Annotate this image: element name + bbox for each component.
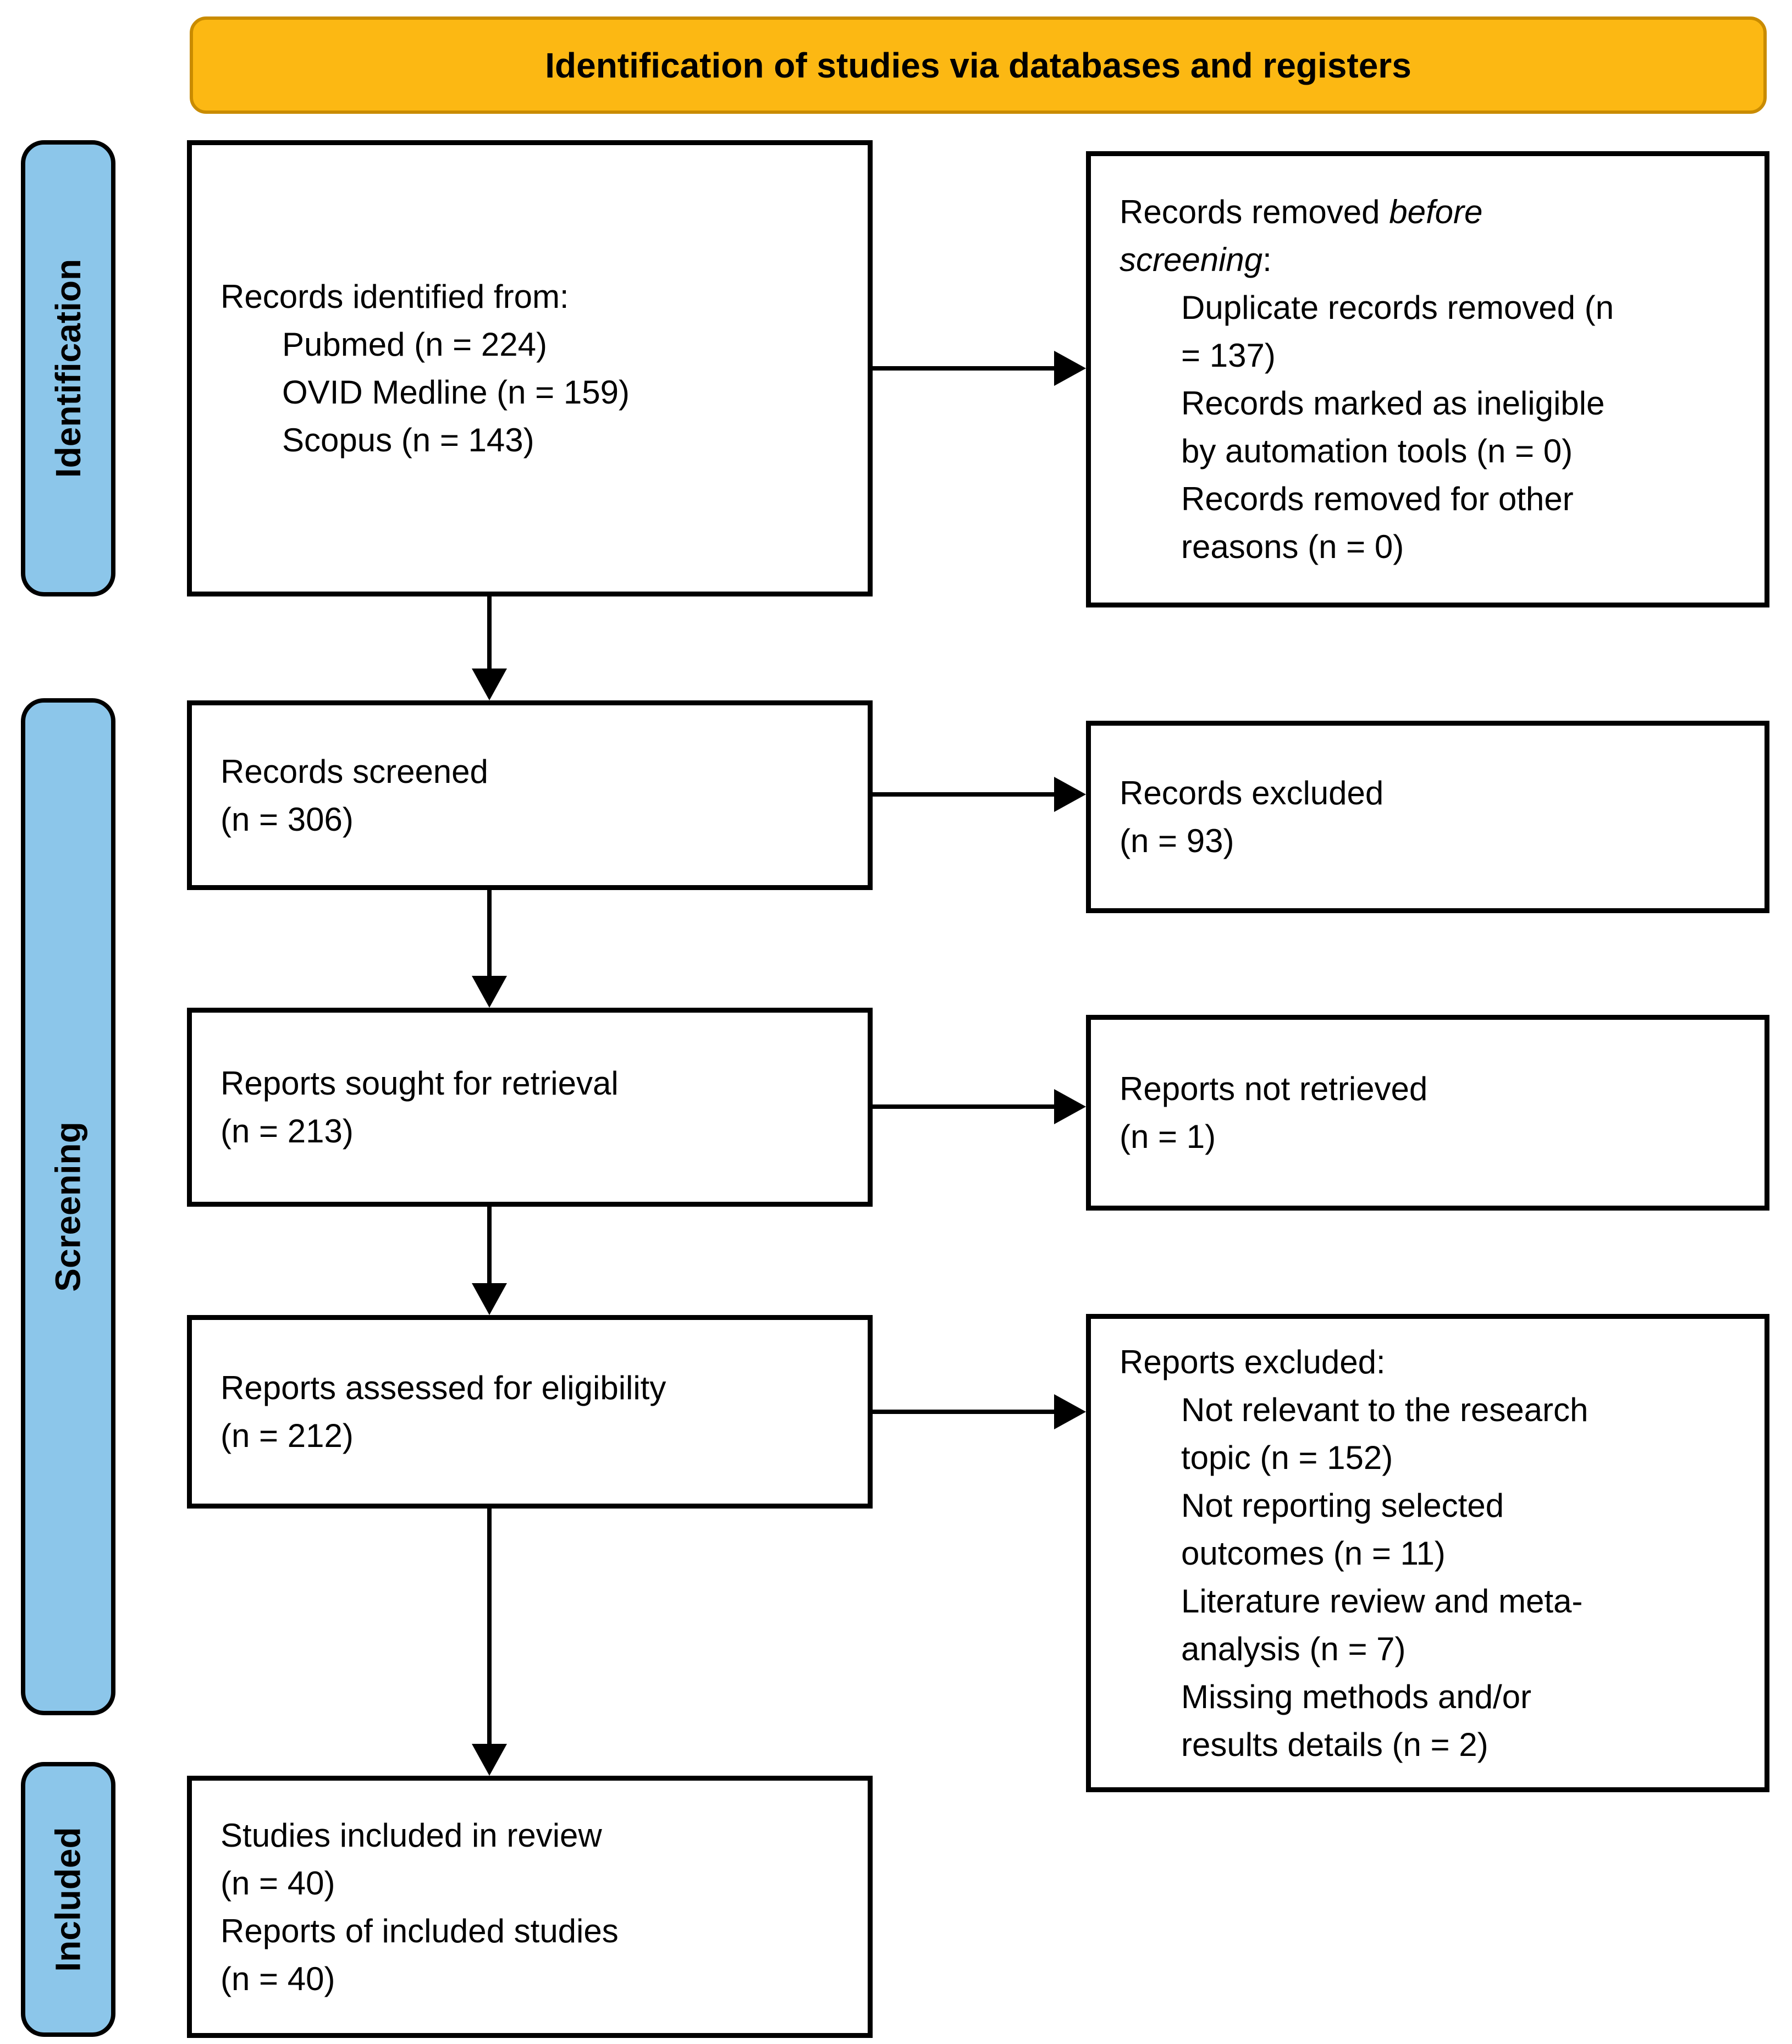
box-studies-included: Studies included in review (n = 40) Repo… <box>187 1776 873 2038</box>
missing-methods-line-2: results details (n = 2) <box>1181 1726 1488 1763</box>
studies-included-label: Studies included in review <box>220 1816 602 1854</box>
reports-of-included-count: (n = 40) <box>220 1960 335 1997</box>
arrow-right-screened-to-excluded <box>873 777 1086 812</box>
records-identified-item-scopus: Scopus (n = 143) <box>282 422 534 458</box>
not-reporting-outcomes-line-1: Not reporting selected <box>1181 1487 1504 1524</box>
box-reports-not-retrieved: Reports not retrieved (n = 1) <box>1086 1015 1769 1211</box>
arrow-shaft <box>873 1410 1055 1414</box>
arrow-right-identified-to-removed <box>873 351 1086 386</box>
arrow-head-icon <box>1054 351 1086 386</box>
arrow-right-assessed-to-reports-excluded <box>873 1394 1086 1429</box>
records-screened-count: (n = 306) <box>220 800 354 838</box>
ineligible-automation-line-1: Records marked as ineligible <box>1181 385 1605 422</box>
literature-review-line-2: analysis (n = 7) <box>1181 1630 1406 1667</box>
reports-sought-count: (n = 213) <box>220 1113 354 1150</box>
title-banner: Identification of studies via databases … <box>190 16 1767 114</box>
arrow-shaft <box>487 596 492 670</box>
reports-assessed-count: (n = 212) <box>220 1417 354 1454</box>
arrow-head-icon <box>1054 1394 1086 1429</box>
missing-methods-line-1: Missing methods and/or <box>1181 1678 1531 1715</box>
reports-assessed-label: Reports assessed for eligibility <box>220 1369 666 1406</box>
records-screened-label: Records screened <box>220 753 488 790</box>
reports-sought-label: Reports sought for retrieval <box>220 1065 619 1102</box>
stage-label-identification: Identification <box>48 258 88 478</box>
stage-label-screening: Screening <box>48 1122 88 1292</box>
records-removed-heading-line-2: screening: <box>1120 241 1272 278</box>
arrow-down-sought-to-assessed <box>472 1207 507 1315</box>
arrow-shaft <box>487 1207 492 1284</box>
arrow-shaft <box>873 1104 1055 1109</box>
arrow-head-icon <box>472 1744 507 1776</box>
arrow-head-icon <box>1054 1089 1086 1124</box>
box-reports-sought: Reports sought for retrieval (n = 213) <box>187 1008 873 1207</box>
arrow-head-icon <box>472 976 507 1008</box>
not-relevant-line-2: topic (n = 152) <box>1181 1439 1393 1476</box>
studies-included-count: (n = 40) <box>220 1864 335 1902</box>
arrow-shaft <box>873 366 1055 371</box>
stage-label-included: Included <box>48 1827 88 1972</box>
arrow-shaft <box>487 890 492 977</box>
box-records-identified: Records identified from: Pubmed (n = 224… <box>187 140 873 596</box>
stage-bar-screening: Screening <box>21 698 115 1715</box>
arrow-shaft <box>487 1509 492 1745</box>
records-excluded-label: Records excluded <box>1120 775 1384 811</box>
ineligible-automation-line-2: by automation tools (n = 0) <box>1181 433 1573 469</box>
box-records-excluded: Records excluded (n = 93) <box>1086 721 1769 913</box>
arrow-head-icon <box>1054 777 1086 812</box>
literature-review-line-1: Literature review and meta- <box>1181 1582 1583 1620</box>
box-reports-excluded: Reports excluded: Not relevant to the re… <box>1086 1314 1769 1792</box>
box-records-removed-before-screening: Records removed before screening: Duplic… <box>1086 151 1769 607</box>
not-reporting-outcomes-line-2: outcomes (n = 11) <box>1181 1534 1446 1572</box>
records-identified-heading: Records identified from: <box>220 278 569 315</box>
box-records-screened: Records screened (n = 306) <box>187 700 873 890</box>
stage-bar-identification: Identification <box>21 140 115 596</box>
arrow-down-identified-to-screened <box>472 596 507 700</box>
records-identified-item-ovid-medline: OVID Medline (n = 159) <box>282 374 630 411</box>
arrow-head-icon <box>472 1283 507 1315</box>
not-relevant-line-1: Not relevant to the research <box>1181 1391 1589 1428</box>
reports-not-retrieved-label: Reports not retrieved <box>1120 1070 1428 1107</box>
records-excluded-count: (n = 93) <box>1120 822 1234 859</box>
arrow-right-sought-to-not-retrieved <box>873 1089 1086 1124</box>
duplicates-removed-line-2: = 137) <box>1181 337 1276 374</box>
stage-bar-included: Included <box>21 1762 115 2037</box>
reports-of-included-label: Reports of included studies <box>220 1912 619 1949</box>
records-identified-item-pubmed: Pubmed (n = 224) <box>282 326 547 363</box>
title-banner-label: Identification of studies via databases … <box>545 45 1411 85</box>
arrow-down-assessed-to-included <box>472 1509 507 1776</box>
records-removed-heading-line-1: Records removed before <box>1120 194 1483 230</box>
box-reports-assessed: Reports assessed for eligibility (n = 21… <box>187 1315 873 1509</box>
arrow-shaft <box>873 792 1055 797</box>
arrow-down-screened-to-sought <box>472 890 507 1008</box>
duplicates-removed-line-1: Duplicate records removed (n <box>1181 289 1614 326</box>
reports-not-retrieved-count: (n = 1) <box>1120 1118 1216 1155</box>
removed-other-reasons-line-2: reasons (n = 0) <box>1181 528 1404 565</box>
arrow-head-icon <box>472 669 507 700</box>
removed-other-reasons-line-1: Records removed for other <box>1181 480 1574 517</box>
reports-excluded-heading: Reports excluded: <box>1120 1343 1386 1380</box>
